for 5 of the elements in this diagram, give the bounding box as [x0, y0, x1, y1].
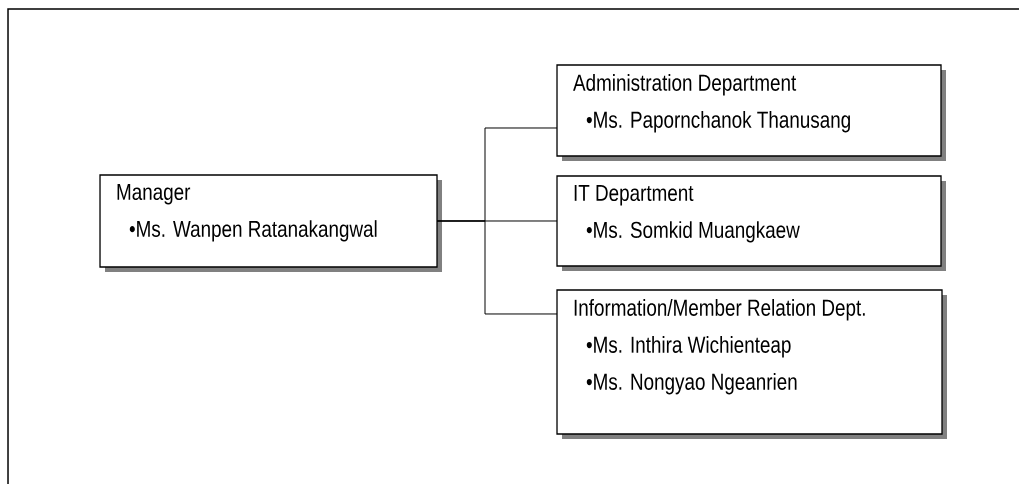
connector-line — [436, 220, 558, 315]
org-box: IT Department •Ms. Somkid Muangkaew — [556, 175, 946, 271]
org-box: Administration Department •Ms. Papornchanok Thanusang — [556, 64, 946, 161]
org-box: Manager •Ms. Wanpen Ratanakangwal — [99, 174, 442, 272]
org-box: Information/Member Relation Dept. •Ms. Inthira Wichienteap •Ms. Nongyao Ngeanrien — [556, 289, 947, 439]
